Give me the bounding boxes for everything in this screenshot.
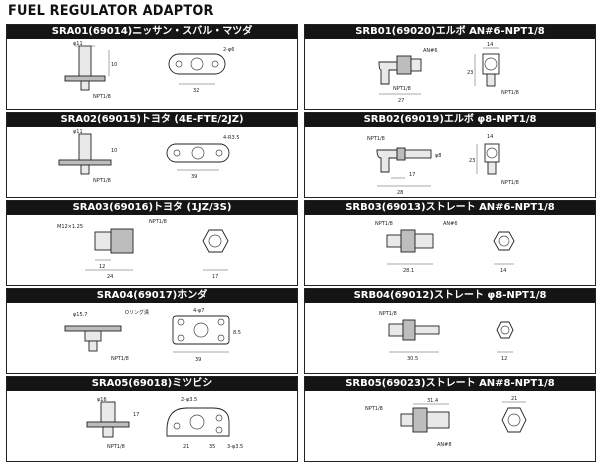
panel-title: SRA01(69014)ニッサン・スバル・マツダ [7,25,297,39]
dim-label: AN#6 [443,221,458,227]
panel-title: SRB05(69023)ストレート AN#8-NPT1/8 [305,377,595,391]
panel-sra02: SRA02(69015)トヨタ (4E-FTE/2JZ) φ11 10 NPT1… [6,112,298,198]
dim-label: 31.4 [427,398,438,404]
panel-srb02: SRB02(69019)エルボ φ8-NPT1/8 NPT1/8 φ8 17 2… [304,112,596,198]
dim-label: 32 [193,88,199,94]
dim-label: φ11 [73,129,83,135]
dim-label: 27 [398,98,404,104]
panel-srb04: SRB04(69012)ストレート φ8-NPT1/8 NPT1/8 30.5 … [304,288,596,374]
panel-title: SRB02(69019)エルボ φ8-NPT1/8 [305,113,595,127]
dim-label: 39 [195,357,201,363]
dim-label: φ8 [435,153,441,159]
dim-label: AN#8 [437,442,452,448]
dim-label: 10 [111,148,117,154]
dim-label: NPT1/8 [393,86,411,92]
dim-label: AN#6 [423,48,438,54]
dim-label: 21 [511,396,517,402]
diagram-sra04: φ15.7 Oリング溝 NPT1/8 4-φ7 8.5 39 [64,308,241,363]
diagram-srb04: NPT1/8 30.5 12 [379,311,514,362]
dim-label: 39 [191,174,197,180]
dim-label: NPT1/8 [375,221,393,227]
dim-label: 12 [99,264,105,270]
dim-label: NPT1/8 [111,356,129,362]
dim-label: 14 [500,268,506,274]
dim-label: 17 [212,274,218,280]
dim-label: NPT1/8 [107,444,125,450]
dim-label: 8.5 [233,330,241,336]
dim-label: 28 [397,190,403,196]
diagram-srb02: NPT1/8 φ8 17 28 14 23 NPT1/8 [367,134,519,196]
panel-title: SRA04(69017)ホンダ [7,289,297,303]
dim-label: 17 [409,172,415,178]
diagram-sra02: φ11 10 NPT1/8 4-R3.5 39 [58,129,239,184]
diagram-srb01: AN#6 NPT1/8 27 14 23 NPT1/8 [378,42,519,104]
dim-label: NPT1/8 [149,219,167,225]
dim-label: 4-φ7 [193,308,204,314]
panel-sra05: SRA05(69018)ミツビシ φ16 17 NPT1/8 2-φ3.5 21… [6,376,298,462]
panel-title: SRA05(69018)ミツビシ [7,377,297,391]
dim-label: 2-φ6 [223,47,234,53]
dim-label: Oリング溝 [125,309,149,316]
dim-label: 4-R3.5 [223,135,239,141]
dim-label: 2-φ3.5 [181,397,197,403]
panel-title: SRB03(69013)ストレート AN#6-NPT1/8 [305,201,595,215]
dim-label: NPT1/8 [93,178,111,184]
dim-label: 28.1 [403,268,414,274]
dim-label: 30.5 [407,356,418,362]
dim-label: NPT1/8 [367,136,385,142]
dim-label: 14 [487,134,493,140]
panel-sra04: SRA04(69017)ホンダ φ15.7 Oリング溝 NPT1/8 4-φ7 … [6,288,298,374]
panel-title: SRB04(69012)ストレート φ8-NPT1/8 [305,289,595,303]
dim-label: 24 [107,274,113,280]
panel-sra03: SRA03(69016)トヨタ (1JZ/3S) M12×1.25 NPT1/8… [6,200,298,286]
dim-label: 23 [469,158,475,164]
dim-label: φ11 [73,41,83,47]
dim-label: NPT1/8 [365,406,383,412]
diagram-sra03: M12×1.25 NPT1/8 12 24 17 [57,219,229,280]
dim-label: 23 [467,70,473,76]
panel-srb05: SRB05(69023)ストレート AN#8-NPT1/8 NPT1/8 31.… [304,376,596,462]
panel-srb01: SRB01(69020)エルボ AN#6-NPT1/8 AN#6 NPT1/8 … [304,24,596,110]
panel-sra01: SRA01(69014)ニッサン・スバル・マツダ φ11 10 NPT1/8 2… [6,24,298,110]
panel-srb03: SRB03(69013)ストレート AN#6-NPT1/8 NPT1/8 AN#… [304,200,596,286]
dim-label: NPT1/8 [93,94,111,100]
diagram-sra05: φ16 17 NPT1/8 2-φ3.5 21 35 3-φ3.5 [86,397,243,450]
page-title: FUEL REGULATOR ADAPTOR [8,3,214,19]
diagram-srb03: NPT1/8 AN#6 28.1 14 [375,221,515,274]
dim-label: NPT1/8 [501,180,519,186]
dim-label: NPT1/8 [379,311,397,317]
dim-label: 21 [183,444,189,450]
dim-label: 17 [133,412,139,418]
dim-label: 3-φ3.5 [227,444,243,450]
dim-label: M12×1.25 [57,224,83,230]
panel-title: SRA02(69015)トヨタ (4E-FTE/2JZ) [7,113,297,127]
dim-label: 10 [111,62,117,68]
dim-label: 35 [209,444,215,450]
diagram-sra01: φ11 10 NPT1/8 2-φ6 32 [64,41,234,100]
diagram-srb05: NPT1/8 31.4 AN#8 21 [365,396,527,448]
panel-title: SRA03(69016)トヨタ (1JZ/3S) [7,201,297,215]
dim-label: 12 [501,356,507,362]
dim-label: φ15.7 [73,312,87,318]
dim-label: φ16 [97,397,107,403]
dim-label: NPT1/8 [501,90,519,96]
panel-title: SRB01(69020)エルボ AN#6-NPT1/8 [305,25,595,39]
dim-label: 14 [487,42,493,48]
